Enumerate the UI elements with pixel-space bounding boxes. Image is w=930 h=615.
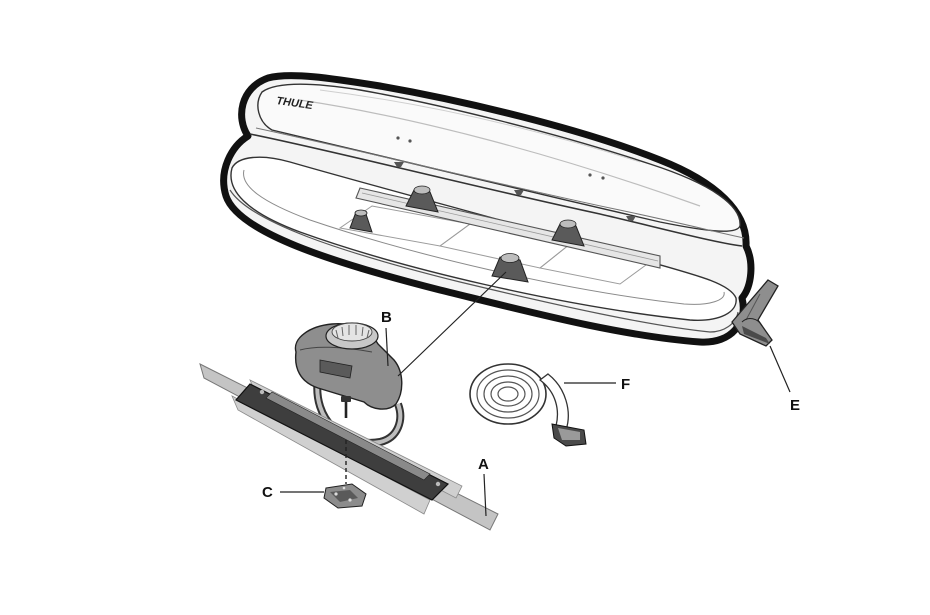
roof-box-icon: THULE (220, 72, 755, 346)
box-foot-2 (405, 185, 439, 213)
brand-logo: THULE (276, 95, 315, 112)
leader-foot-to-box (397, 271, 507, 377)
screw-icon (341, 396, 351, 418)
strap-icon (469, 363, 587, 447)
fastener-clip-icon (323, 483, 367, 509)
box-foot-1 (349, 209, 373, 233)
callout-f: F (621, 376, 630, 393)
roof-box-seam (249, 133, 743, 247)
callout-a: A (478, 456, 489, 473)
key-handle-icon (731, 279, 779, 347)
roof-box-hinge (394, 162, 636, 221)
box-foot-4 (491, 253, 529, 283)
leader-lines (280, 271, 791, 517)
roof-box-lid (257, 83, 741, 232)
leader-b (385, 327, 389, 367)
callout-c: C (262, 484, 273, 501)
callout-b: B (381, 309, 392, 326)
leader-a (483, 473, 487, 517)
callout-e: E (790, 397, 800, 414)
brand-logo-text: THULE (276, 95, 315, 112)
box-foot-3 (551, 219, 585, 247)
strap-buckle (551, 423, 587, 447)
base-plate-icon (199, 363, 499, 531)
leader-e (769, 345, 791, 393)
